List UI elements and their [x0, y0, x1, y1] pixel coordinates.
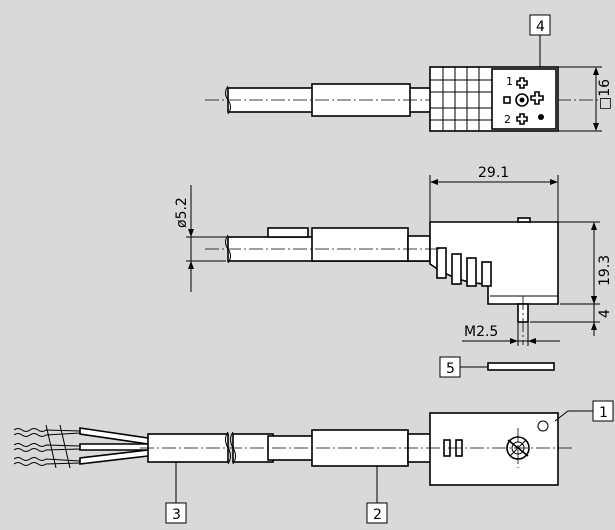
top-view-break-line [225, 85, 231, 115]
top-view-ribs [430, 67, 492, 131]
bottom-view: 1 3 2 [13, 400, 614, 524]
dim-diameter-5-2: ø5.2 [174, 197, 190, 228]
side-view-sleeve [311, 227, 409, 262]
dim-square-16: □16 [597, 79, 613, 110]
gasket [487, 362, 555, 371]
bottom-view-hole [537, 420, 549, 432]
bottom-view-connector-body [429, 412, 559, 486]
top-view-contacts [503, 77, 544, 125]
wire-ends [13, 424, 149, 469]
dim-19-3: 19.3 [597, 255, 613, 286]
dim-4: 4 [597, 309, 613, 318]
dim-4-arrows [591, 296, 597, 330]
top-view: 1 2 □16 4 [205, 14, 613, 132]
callout-1: 1 [599, 405, 608, 421]
callout-1-leader [554, 410, 593, 422]
side-view-collar [407, 235, 431, 262]
dim-m2-5: M2.5 [464, 324, 498, 340]
dim-52-arrows [188, 229, 194, 269]
callout-3: 3 [172, 507, 181, 523]
callout-4: 4 [536, 19, 545, 35]
dim-m25-arrows [510, 338, 536, 344]
pin-label-2: 2 [504, 113, 511, 126]
dim-29-1: 29.1 [478, 165, 509, 181]
callout-5: 5 [446, 361, 455, 377]
pin-label-1: 1 [506, 75, 513, 88]
side-view: 29.1 ø5.2 19.3 4 M2.5 5 [174, 165, 613, 378]
callout-2: 2 [373, 507, 382, 523]
side-view-ribs [436, 247, 492, 287]
side-view-connector-body [429, 221, 559, 305]
side-view-top-nub [517, 217, 531, 223]
side-view-tab [267, 227, 309, 238]
